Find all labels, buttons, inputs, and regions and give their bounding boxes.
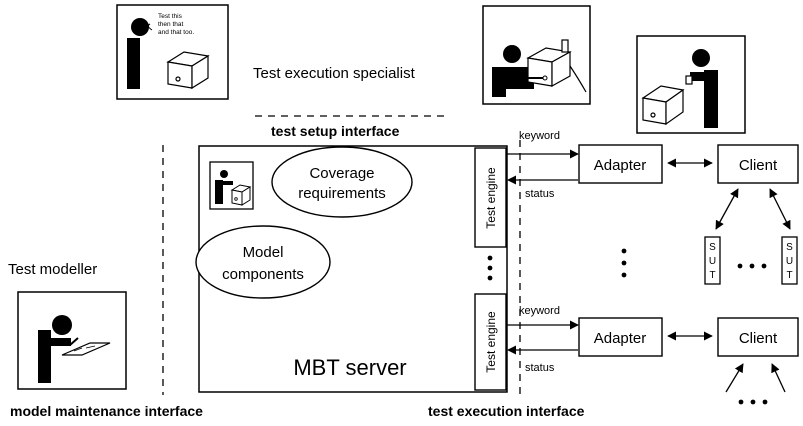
adapter-label-bottom: Adapter [594,330,647,347]
model-components-ellipse: Model components [195,225,331,299]
client-box-bottom [717,317,799,357]
machine-icon [526,39,587,93]
note-line-3: and that too. [158,29,194,36]
sut-left-t: T [709,270,715,281]
sut-left-s: S [709,242,716,253]
test-execution-interface-label: test execution interface [428,403,585,419]
status-label-top: status [525,188,555,200]
note-line-2: then that [158,21,183,28]
keyword-label-top: keyword [519,130,560,142]
client-sut-arrow-left [715,188,739,230]
model-maintenance-interface-label: model maintenance interface [10,403,203,419]
test-execution-specialist-label: Test execution specialist [253,65,416,82]
test-engine-top: Test engine [474,147,507,248]
client-bottom-arrow-left [725,363,744,393]
sut-right-u: U [786,256,793,267]
test-engine-top-label: Test engine [484,167,498,229]
test-modeller-picture [17,291,127,390]
device-box-icon-2 [641,75,693,126]
adapter-label-top: Adapter [594,157,647,174]
test-engine-bottom: Test engine [474,293,507,391]
client-label-top: Client [739,157,778,174]
coverage-requirements-ellipse: Coverage requirements [271,146,413,218]
client-bottom-arrow-right [771,363,786,393]
specialist-device-picture [636,35,746,134]
sut-right-s: S [786,242,793,253]
test-engine-ellipsis [487,255,493,281]
client-sut-arrow-right [769,188,791,230]
adapter-box-top [578,144,663,184]
sut-right-t: T [786,270,792,281]
note-line-1: Test this [158,13,183,20]
model-line-1: Model [243,244,284,261]
test-engine-bottom-label: Test engine [484,311,498,373]
mini-operator-icon [209,161,254,210]
test-setup-interface-label: test setup interface [271,123,400,139]
sut-left-u: U [709,256,716,267]
device-box-icon [166,51,210,90]
adapter-box-bottom [578,317,663,357]
model-line-2: components [222,266,304,283]
mbt-server-label: MBT server [293,355,406,380]
specialist-operating-picture [482,5,591,105]
sut-box-right: S U T [781,236,798,285]
test-modeller-label: Test modeller [8,261,97,278]
client-label-bottom: Client [739,330,778,347]
keyword-label-bottom: keyword [519,305,560,317]
sut-ellipsis [737,263,767,269]
coverage-line-1: Coverage [309,165,374,182]
sut-box-left: S U T [704,236,721,285]
client-bottom-ellipsis [738,399,768,405]
adapter-ellipsis [621,248,627,278]
coverage-line-2: requirements [298,185,386,202]
status-label-bottom: status [525,362,555,374]
specialist-note-picture: Test this then that and that too. [116,4,229,100]
client-box-top [717,144,799,184]
